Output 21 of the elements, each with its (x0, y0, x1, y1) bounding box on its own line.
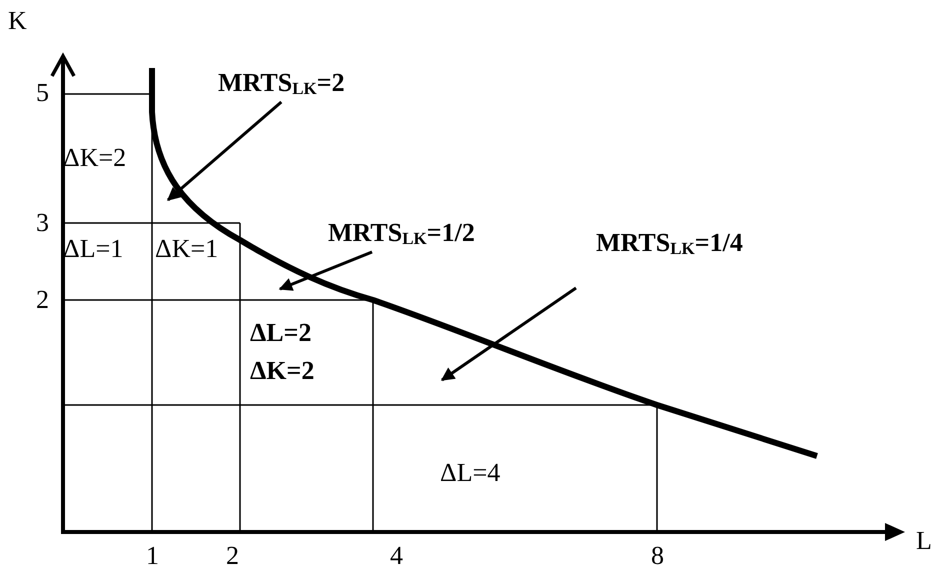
delta-label: ΔL=4 (440, 460, 500, 486)
leader-arrow (278, 250, 373, 291)
axis-label: K (8, 8, 27, 34)
tick-label: 3 (36, 210, 49, 236)
tick-label: 2 (36, 287, 49, 313)
tick-label: 5 (36, 80, 49, 106)
axis-label: L (916, 528, 932, 554)
delta-label: ΔK=1 (155, 236, 218, 262)
tick-label: 2 (226, 543, 239, 566)
tick-label: 4 (390, 543, 403, 566)
mrts-label: MRTS$_{LK}$=1/2 (328, 220, 475, 246)
mrts-label: MRTS$_{LK}$=1/4 (596, 230, 743, 256)
mrts-label: MRTS$_{LK}$=2 (218, 70, 345, 96)
delta-label: ΔL=1 (63, 236, 124, 262)
tick-label: 8 (651, 543, 664, 566)
leader-arrow (166, 100, 282, 202)
tick-label: 1 (146, 543, 159, 566)
delta-label: ΔL=2 (250, 320, 312, 346)
leader-arrow (440, 286, 577, 382)
delta-label: ΔK=2 (250, 358, 314, 384)
delta-label: ΔK=2 (63, 145, 126, 171)
